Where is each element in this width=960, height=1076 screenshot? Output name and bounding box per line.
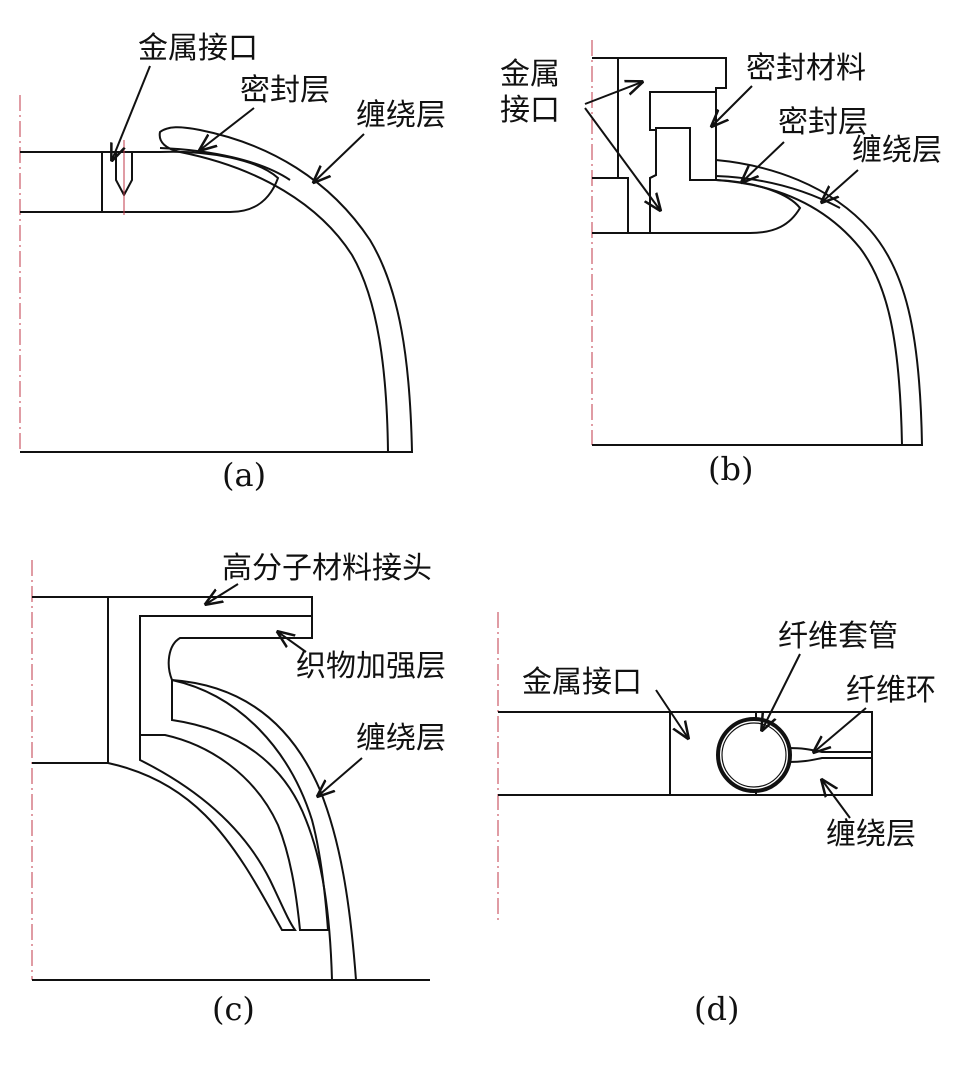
leader-metal-interface [655, 689, 688, 738]
winding-layer-shape [171, 678, 358, 981]
leader-metal-inner [584, 107, 660, 210]
fiber-ring-tail [787, 746, 873, 764]
winding-layer-shape [158, 126, 414, 453]
caption-d: (d) [694, 990, 739, 1028]
leader-polymer-joint [206, 583, 239, 604]
label-winding-layer: 缠绕层 [356, 721, 446, 756]
metal-interface-boss [101, 150, 280, 213]
panel-a: 金属接口 密封层 缠绕层 (a) [19, 31, 446, 494]
label-winding-layer: 缠绕层 [852, 133, 942, 168]
polymer-joint-shape [107, 596, 313, 931]
panel-c: 高分子材料接头 织物加强层 缠绕层 (c) [31, 551, 446, 1028]
leader-winding [318, 757, 363, 796]
label-metal-line2: 接口 [500, 93, 560, 128]
panel-b: 金属 接口 密封材料 密封层 缠绕层 (b) [500, 40, 942, 488]
label-metal-interface: 金属接口 [138, 31, 258, 66]
leader-fabric [278, 632, 307, 653]
winding-layer-shape [715, 158, 924, 446]
panel-d: 金属接口 纤维套管 纤维环 缠绕层 (d) [497, 612, 936, 1028]
leader-winding-layer [822, 780, 851, 819]
label-seal-material: 密封材料 [746, 51, 866, 86]
seal-material-shape [649, 91, 717, 181]
leader-winding-layer [314, 133, 365, 182]
label-polymer-joint: 高分子材料接头 [222, 551, 432, 586]
label-metal-line1: 金属 [500, 57, 560, 92]
leader-fiber-ring [814, 707, 867, 752]
leader-winding-layer [822, 169, 859, 202]
label-seal-layer: 密封层 [778, 105, 868, 140]
leader-seal-layer [742, 141, 785, 182]
leader-metal-interface [112, 65, 151, 160]
label-fiber-ring: 纤维环 [846, 673, 936, 708]
label-seal-layer: 密封层 [240, 73, 330, 108]
label-fabric-reinforcement: 织物加强层 [296, 649, 446, 684]
label-metal-interface: 金属接口 [522, 665, 642, 700]
caption-a: (a) [222, 456, 266, 494]
label-winding-layer: 缠绕层 [356, 98, 446, 133]
leader-fiber-sleeve [762, 653, 801, 730]
label-winding-layer: 缠绕层 [826, 817, 916, 852]
caption-c: (c) [212, 990, 255, 1028]
leader-seal-material [712, 85, 753, 126]
fiber-sleeve-inner [721, 722, 787, 788]
caption-b: (b) [708, 450, 753, 488]
leader-seal-layer [200, 107, 255, 150]
leader-metal-outer [584, 82, 642, 105]
seal-layer-shape [159, 147, 291, 181]
label-fiber-sleeve: 纤维套管 [778, 619, 898, 654]
